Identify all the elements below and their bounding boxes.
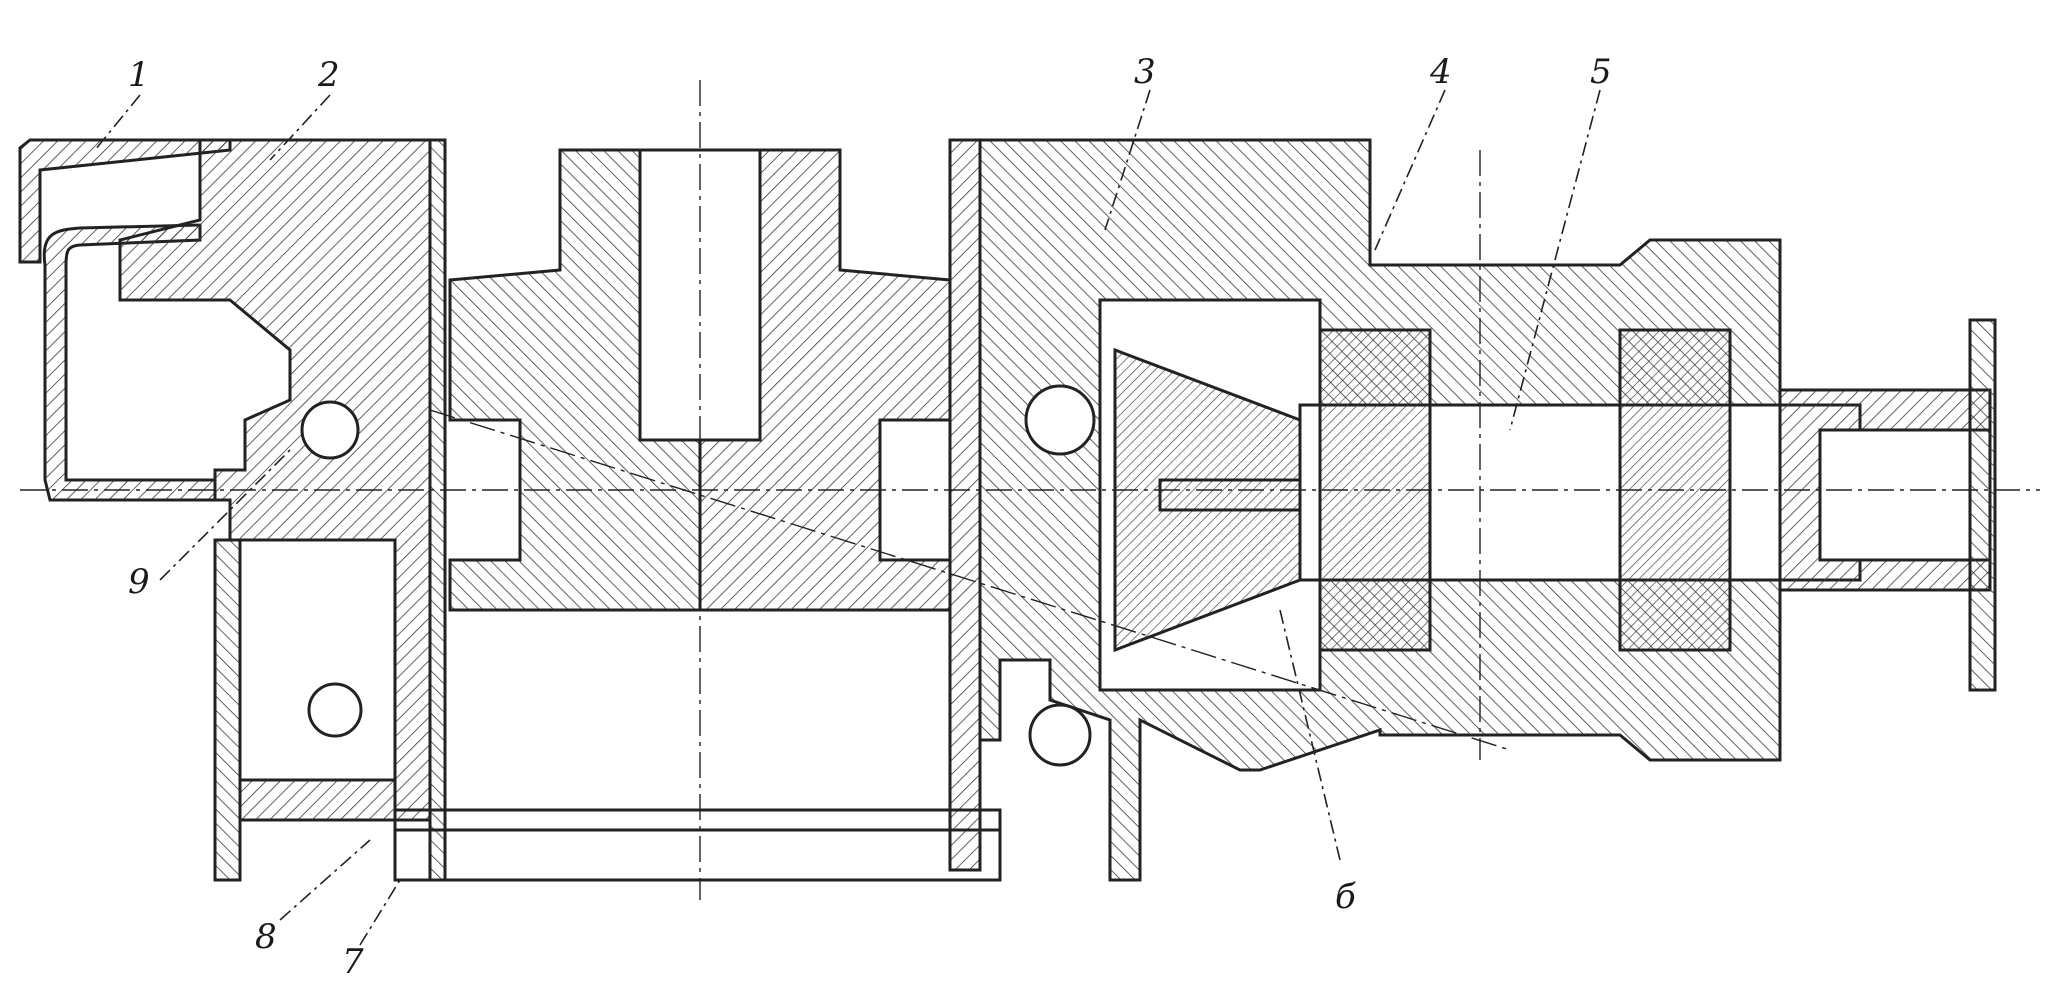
callout-5: 5	[1590, 52, 1612, 92]
shaft-key	[1158, 478, 1302, 512]
callout-7: 7	[342, 942, 364, 982]
ball-bearings	[300, 384, 1096, 767]
left-shroud	[42, 223, 217, 502]
handwheel	[1968, 318, 1997, 692]
callout-4: 4	[1430, 52, 1452, 92]
ball-bearing-lower-right	[1028, 703, 1092, 767]
impeller-right-wall	[948, 138, 982, 872]
lower-bearing-housing	[238, 778, 397, 822]
callout-9: 9	[128, 562, 150, 602]
impeller-left-wall	[428, 138, 447, 882]
callout-3: 3	[1134, 52, 1156, 92]
callout-8: 8	[255, 917, 277, 957]
lower-shroud	[213, 538, 242, 882]
callout-6: б	[1335, 877, 1356, 917]
main-flange	[118, 138, 432, 822]
housing-left	[18, 138, 432, 882]
center-lines	[20, 80, 2040, 900]
ball-bearing-lower-left	[307, 682, 363, 738]
bottom-casing	[393, 808, 1002, 882]
ball-bearing-upper-right	[1024, 384, 1096, 456]
callout-1: 1	[128, 55, 150, 95]
impeller	[393, 138, 1002, 882]
housing-right	[978, 138, 1997, 882]
leader-lines	[94, 89, 1601, 946]
ball-bearing-upper-left	[300, 400, 360, 460]
callout-2: 2	[318, 55, 340, 95]
output-bore	[1818, 428, 1992, 562]
